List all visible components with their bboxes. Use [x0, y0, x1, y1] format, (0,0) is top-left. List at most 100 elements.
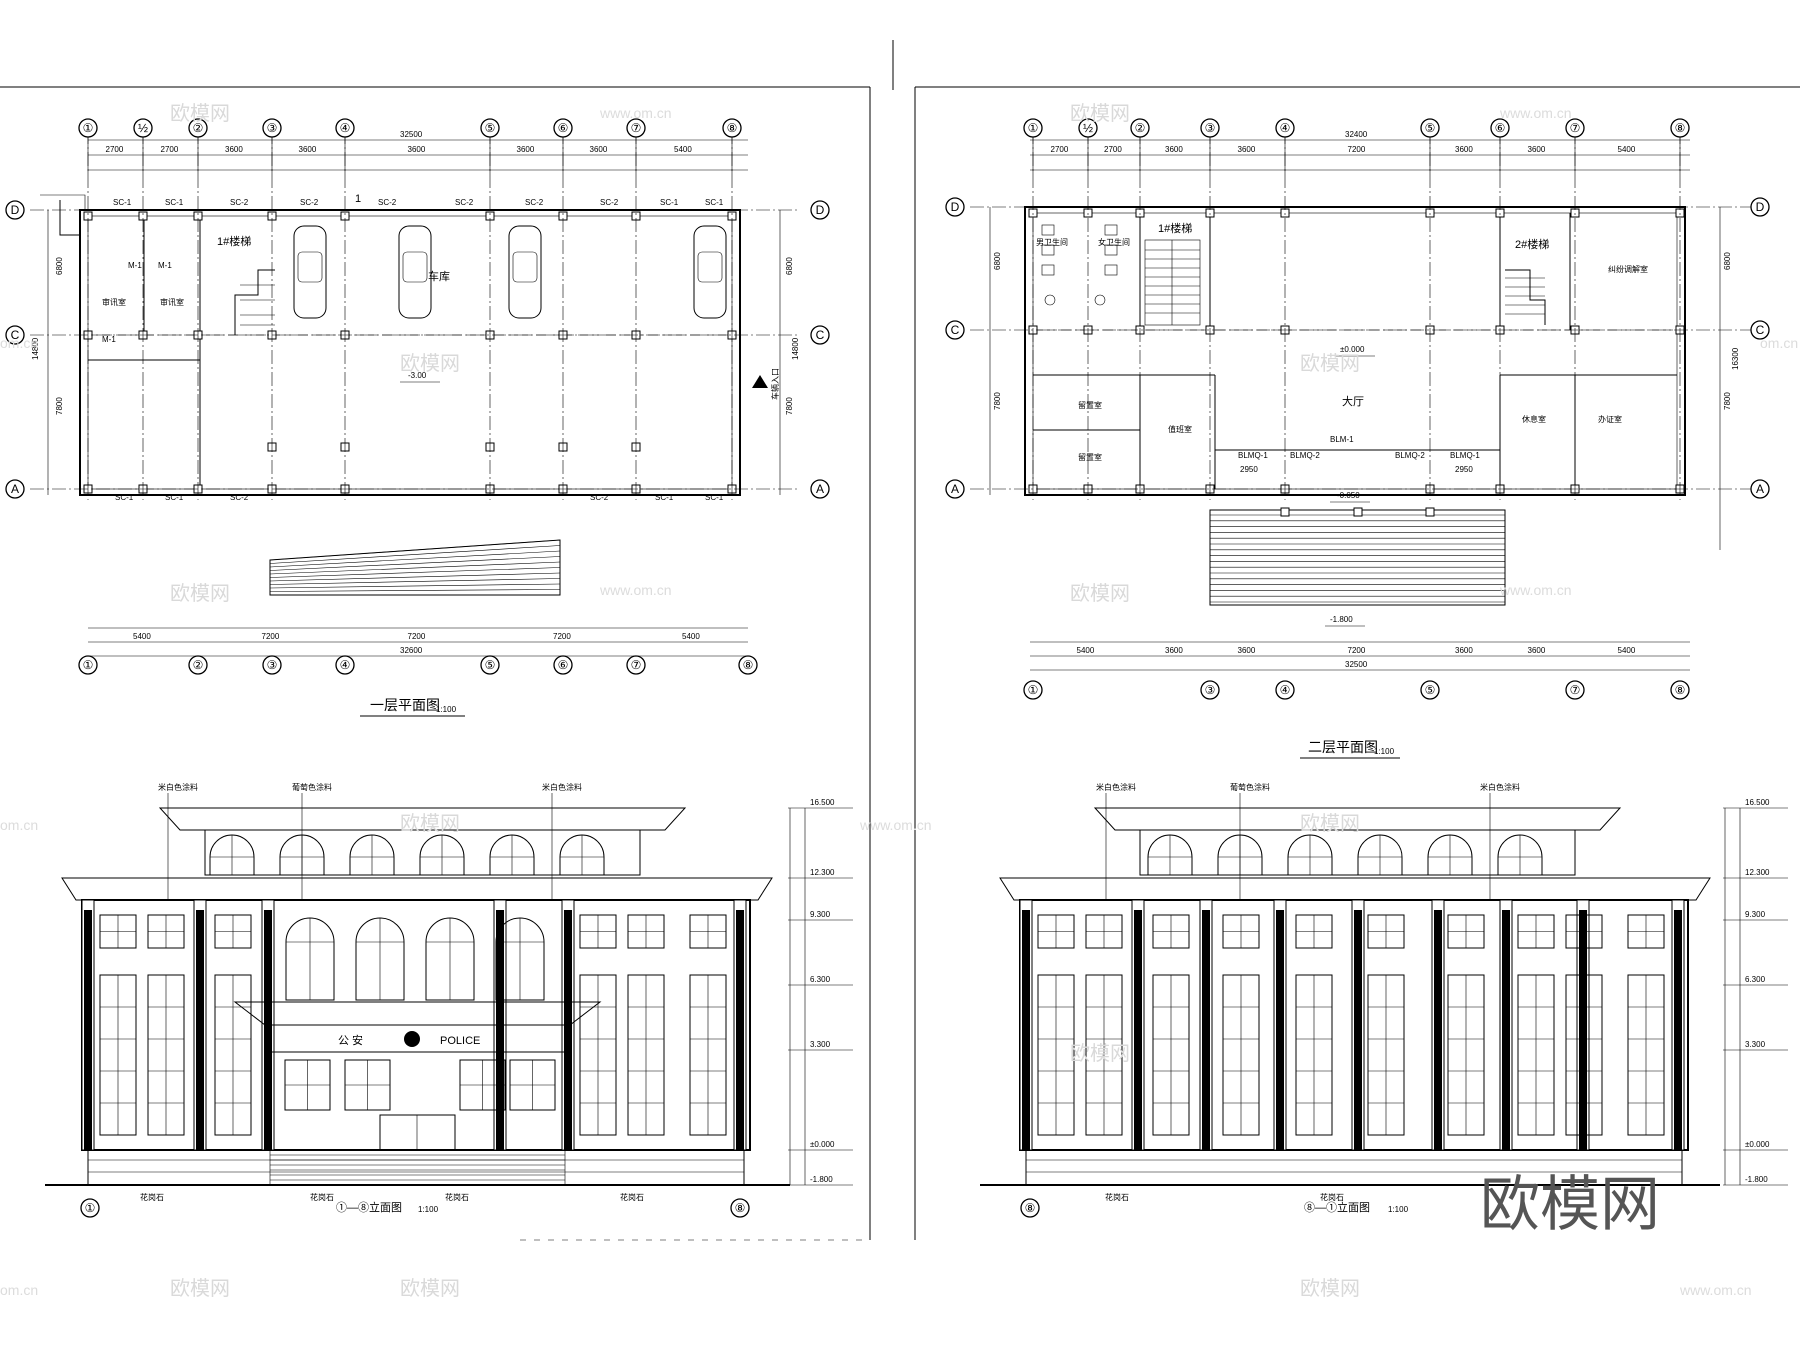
axis-label: ③ [267, 658, 278, 672]
axis-label: ④ [1280, 683, 1291, 697]
elev2-scale: 1:100 [1388, 1205, 1409, 1214]
column [1353, 507, 1363, 517]
car-body [693, 225, 727, 319]
axis-label: A [11, 482, 19, 496]
axis-label: C [816, 328, 825, 342]
sheet-frames [0, 40, 1800, 1241]
base-label: 花岗石 [620, 1192, 644, 1202]
dimension: 7800 [785, 397, 794, 415]
level-value: -1.800 [810, 1175, 833, 1184]
window [1627, 914, 1665, 949]
watermark: 欧模网 [400, 352, 460, 375]
car-icon [693, 225, 727, 319]
arch-frame [1497, 834, 1543, 876]
dimension: 6800 [993, 252, 1002, 270]
axis-label: ⑥ [558, 658, 569, 672]
dispute-room-label: 纠纷调解室 [1608, 264, 1648, 274]
window-tag: SC-1 [705, 198, 724, 207]
axis-label: A [816, 482, 824, 496]
dimension: 2700 [1104, 145, 1122, 154]
dimension: 3600 [1528, 145, 1546, 154]
dimension: 3600 [590, 145, 608, 154]
window [1152, 914, 1190, 949]
dimension: 6800 [785, 257, 794, 275]
plan2-front-steps [1209, 509, 1506, 606]
stair-label: 1#楼梯 [217, 234, 251, 248]
police-sign-en: POLICE [440, 1035, 480, 1047]
axis-bubble [1565, 118, 1585, 138]
elev2-axis-left: ⑧ [1025, 1201, 1036, 1215]
car-roof [297, 251, 323, 283]
car-roof [697, 251, 723, 283]
level-value: 12.300 [810, 868, 835, 877]
axis-label: ① [83, 121, 94, 135]
window-tag: SC-1 [115, 493, 134, 502]
axis-bubble [1750, 197, 1770, 217]
axis-bubble [810, 200, 830, 220]
arch-frame [349, 834, 395, 876]
plan2-stair-2 [1505, 269, 1546, 325]
window-tag: SC-2 [455, 198, 474, 207]
axis-bubble [626, 655, 646, 675]
blmq2b-label: BLMQ-2 [1395, 451, 1425, 460]
arch-frame [209, 834, 255, 876]
arch-frame [1427, 834, 1473, 876]
window-tag: SC-2 [230, 198, 249, 207]
pilaster-shadow [84, 910, 92, 1150]
axis-label: ⑥ [1495, 121, 1506, 135]
front-elevation: 公 安 POLICE 米白色涂料葡萄色涂料米白色涂料 16.50012.3009… [45, 782, 853, 1218]
window [1152, 974, 1190, 1136]
plan2-scale: 1:100 [1374, 747, 1395, 756]
elev1-axis-right: ⑧ [735, 1201, 746, 1215]
brand-watermark: 欧模网 [1480, 1171, 1660, 1238]
ramp-line [269, 572, 561, 582]
dimension: 2700 [161, 145, 179, 154]
axis-bubble [188, 655, 208, 675]
plan1-overall-top: 32500 [400, 130, 423, 139]
car-roof [512, 251, 538, 283]
blmq1-label: BLMQ-1 [1238, 451, 1268, 460]
axis-bubble [1565, 680, 1585, 700]
axis-bubble [945, 479, 965, 499]
axis-bubble [1670, 680, 1690, 700]
window [509, 1059, 556, 1111]
window-tag: SC-1 [165, 198, 184, 207]
arched-window [489, 834, 535, 876]
arch-frame [489, 834, 535, 876]
arch-frame [279, 834, 325, 876]
axis-label: A [1756, 482, 1764, 496]
window-tag: SC-2 [230, 493, 249, 502]
watermark: 欧模网 [1070, 102, 1130, 125]
axis-label: ③ [267, 121, 278, 135]
window [1085, 974, 1123, 1136]
pilaster-shadow [1579, 910, 1587, 1150]
plan1-overall-side-right: 14800 [791, 337, 800, 360]
window [284, 1059, 331, 1111]
axis-bubble [1750, 320, 1770, 340]
base-label: 花岗石 [310, 1192, 334, 1202]
level-value: 9.300 [810, 910, 831, 919]
level-step-label: -1.800 [1330, 615, 1353, 624]
arched-window [425, 917, 475, 1001]
arched-window [1287, 834, 1333, 876]
pilaster-shadow [1674, 910, 1682, 1150]
axis-label: ③ [1205, 683, 1216, 697]
dimension: 7200 [408, 632, 426, 641]
watermark-url: om.cn [1760, 335, 1798, 351]
ramp-line [269, 545, 561, 564]
axis-label: ⑧ [1675, 683, 1686, 697]
axis-label: ④ [340, 658, 351, 672]
dimension: 7800 [993, 392, 1002, 410]
width-2950b: 2950 [1455, 465, 1473, 474]
watermark: 欧模网 [170, 1277, 230, 1300]
blm1-label: BLM-1 [1330, 435, 1354, 444]
axis-bubble [1078, 118, 1098, 138]
dimension: 6800 [1723, 252, 1732, 270]
dimension: 5400 [674, 145, 692, 154]
axis-label: ½ [138, 121, 148, 135]
holding-room-1-label: 留置室 [1078, 400, 1102, 410]
ramp-line [269, 567, 561, 578]
car-icon [508, 225, 542, 319]
plan1-overall-side: 14800 [31, 337, 40, 360]
axis-label: ⑦ [631, 121, 642, 135]
